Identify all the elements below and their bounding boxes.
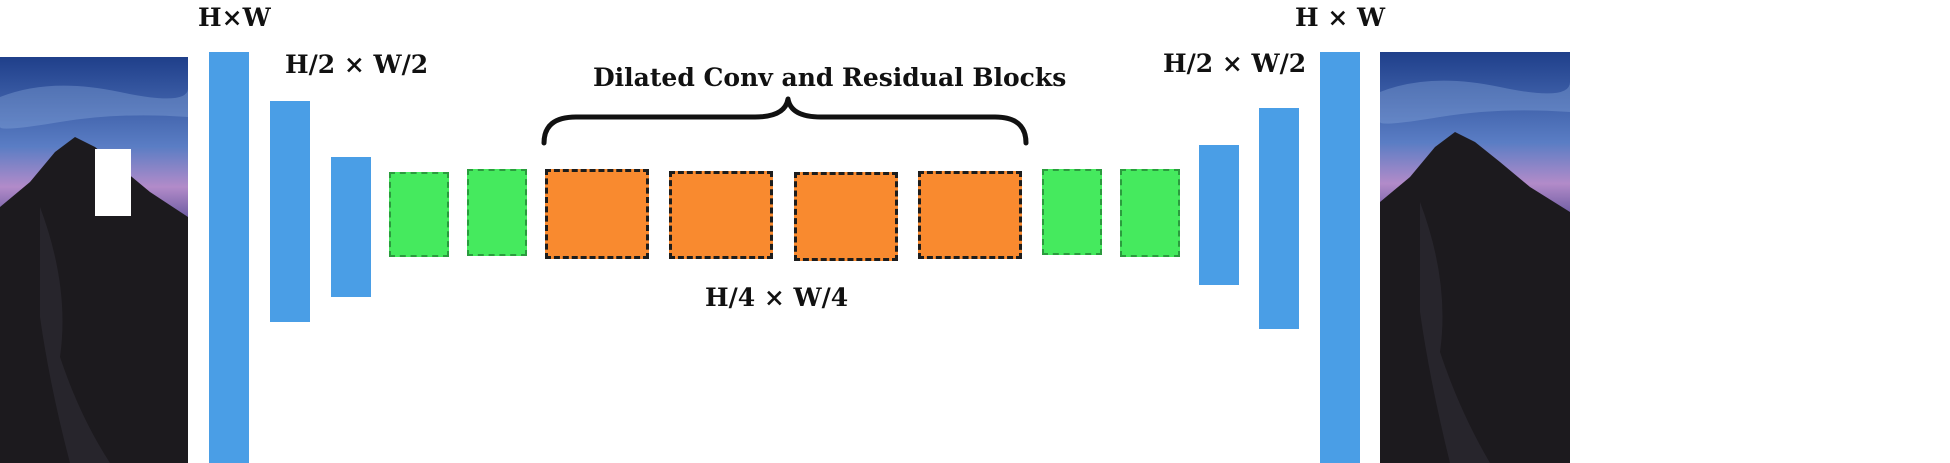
output-landscape-illustration — [1380, 52, 1570, 463]
decoder-green-block-1 — [1042, 169, 1102, 255]
dilated-block-3 — [794, 172, 898, 261]
curly-brace-icon — [541, 96, 1029, 146]
input-image-masked — [0, 57, 188, 463]
decoder-conv-bar-3 — [1320, 52, 1360, 463]
dilated-block-4 — [918, 171, 1022, 259]
mask-hole — [95, 149, 131, 216]
label-middle-title: Dilated Conv and Residual Blocks — [593, 63, 1067, 92]
input-landscape-illustration — [0, 57, 188, 463]
label-decoder-half-size: H/2 × W/2 — [1163, 49, 1307, 78]
encoder-green-block-1 — [389, 172, 449, 257]
label-input-size: H×W — [198, 3, 271, 32]
encoder-conv-bar-3 — [331, 157, 371, 297]
label-middle-size: H/4 × W/4 — [705, 283, 849, 312]
dilated-block-1 — [545, 169, 649, 259]
decoder-green-block-2 — [1120, 169, 1180, 257]
dilated-block-2 — [669, 171, 773, 259]
encoder-conv-bar-2 — [270, 101, 310, 322]
label-output-size: H × W — [1295, 3, 1386, 32]
output-image-restored — [1380, 52, 1570, 463]
label-encoder-half-size: H/2 × W/2 — [285, 50, 429, 79]
decoder-conv-bar-2 — [1259, 108, 1299, 329]
decoder-conv-bar-1 — [1199, 145, 1239, 285]
encoder-green-block-2 — [467, 169, 527, 256]
encoder-conv-bar-1 — [209, 52, 249, 463]
